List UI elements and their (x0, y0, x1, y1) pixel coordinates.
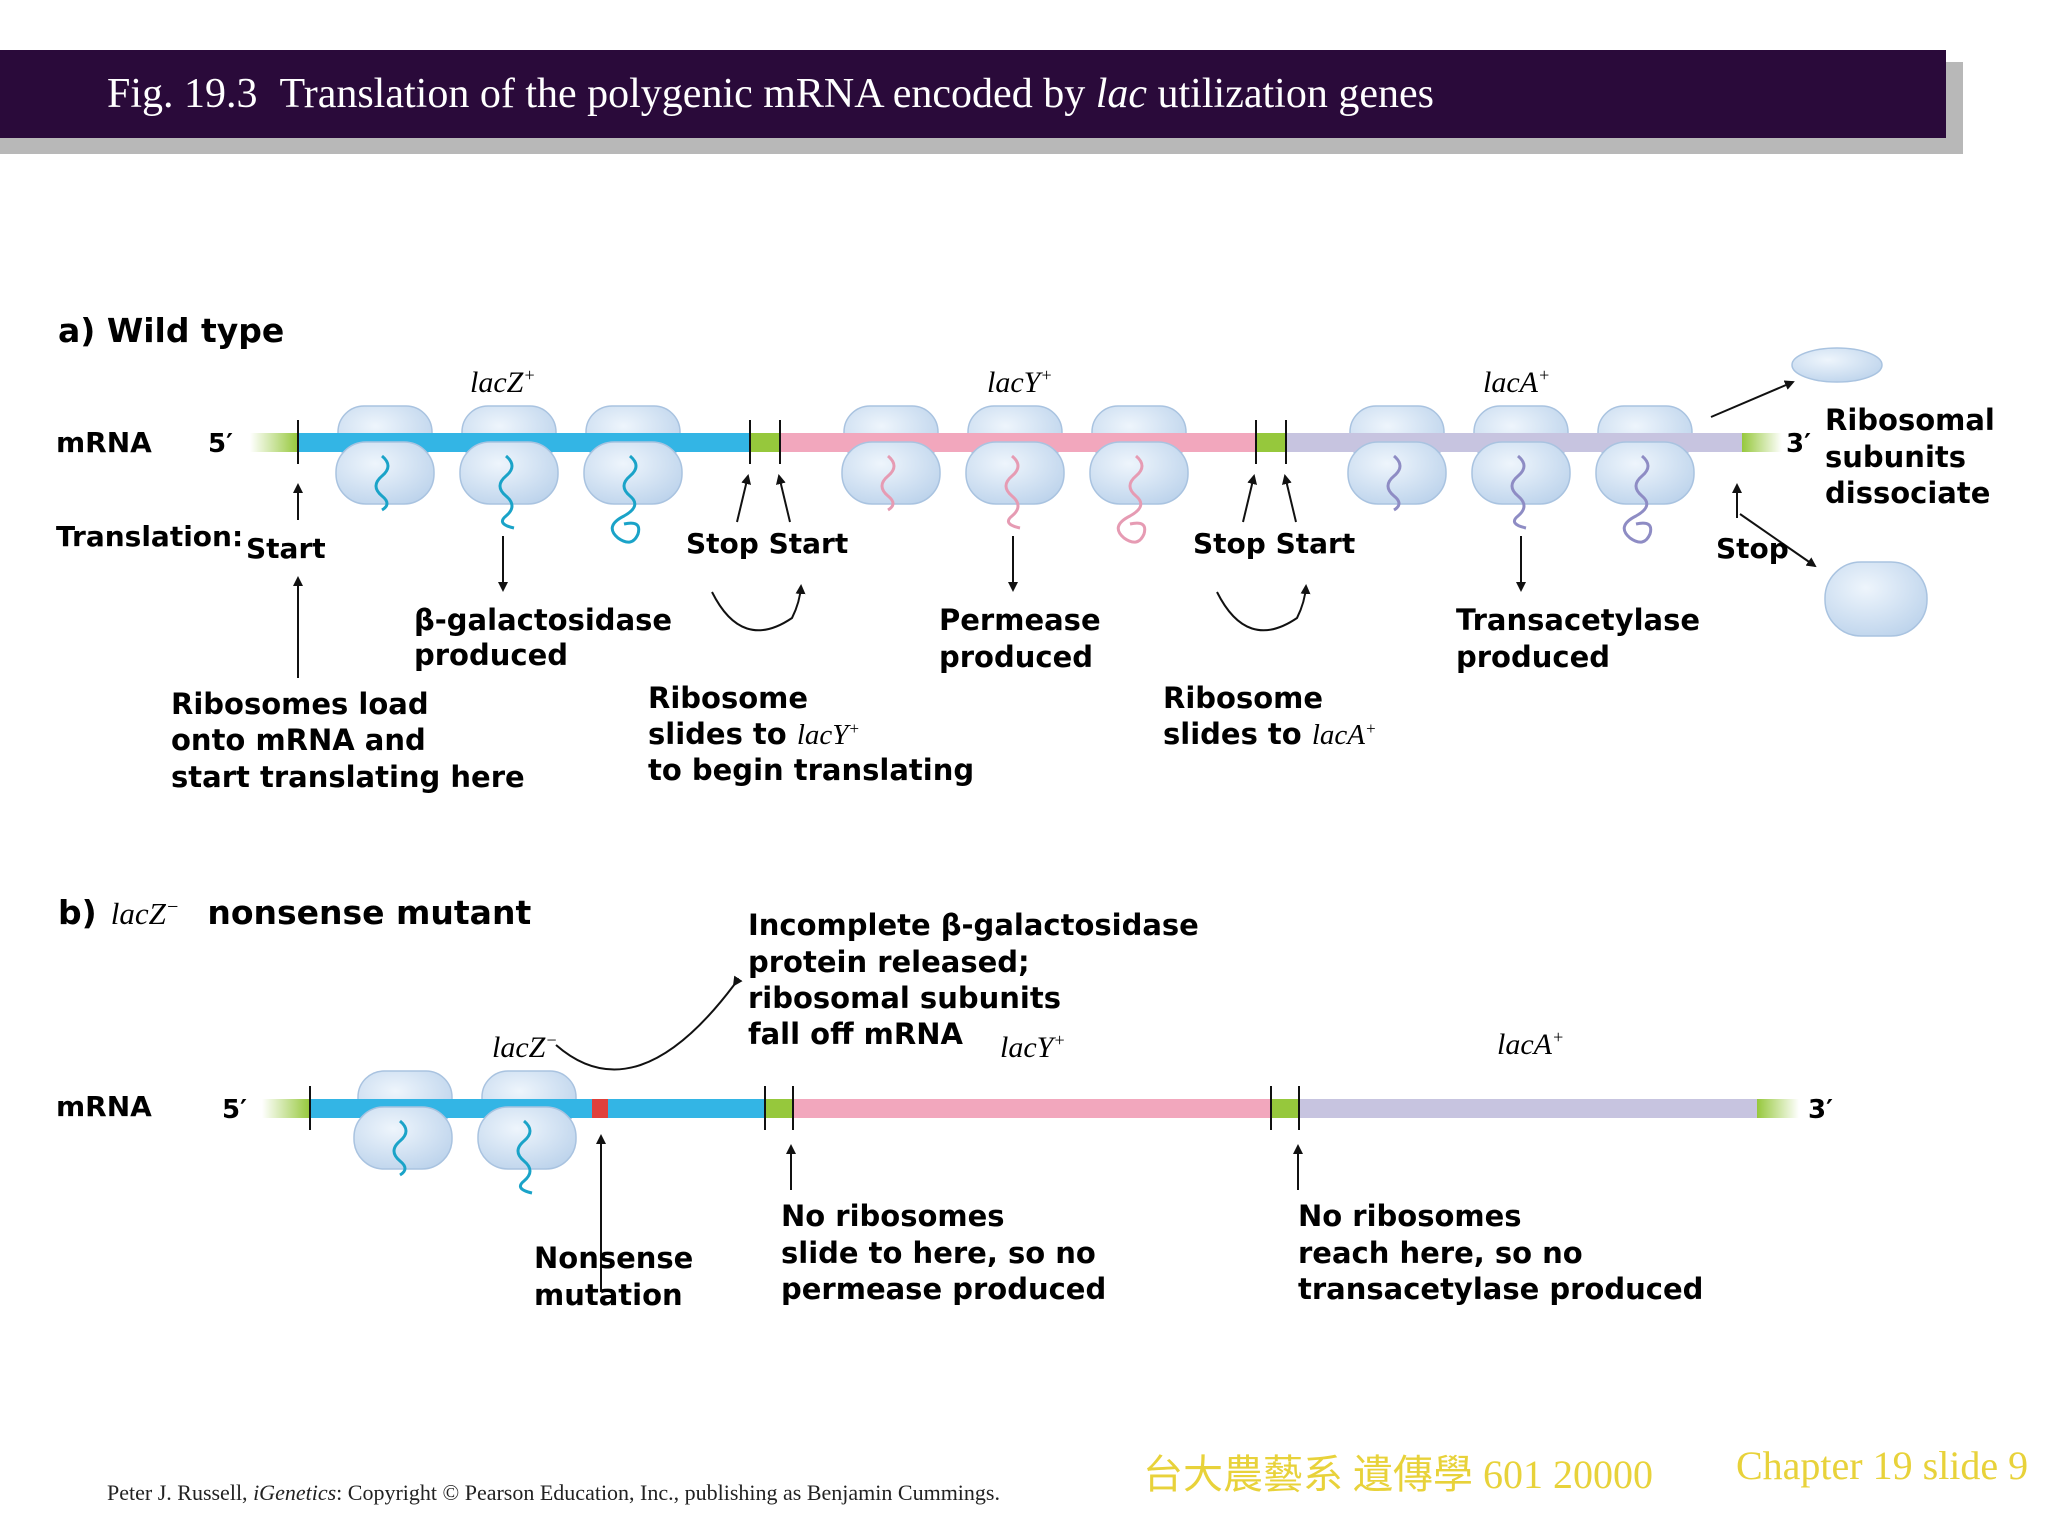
svg-text:slide to here, so no: slide to here, so no (781, 1236, 1096, 1270)
svg-text:transacetylase produced: transacetylase produced (1298, 1272, 1703, 1306)
gene-label-lacz-b: lacZ− (492, 1030, 558, 1064)
svg-text:Transacetylase: Transacetylase (1456, 603, 1700, 637)
mrna-label-b: mRNA (56, 1090, 152, 1123)
svg-text:Ribosome: Ribosome (1163, 681, 1323, 715)
svg-text:Ribosome: Ribosome (648, 681, 808, 715)
stop-label-a: Stop (1716, 532, 1789, 565)
svg-text:Ribosomal: Ribosomal (1825, 403, 1995, 437)
panel-a: a) Wild type mRNA 5′ 3′ (56, 311, 1995, 794)
spacer-ya-a (1256, 433, 1286, 452)
svg-text:Ribosomes load: Ribosomes load (171, 687, 429, 721)
nascent-polypeptides-a (374, 454, 1653, 544)
permease-produced-label: Permease produced (939, 603, 1101, 674)
spacer-zy-b (765, 1099, 793, 1118)
svg-text:slides to lacY+: slides to lacY+ (648, 717, 860, 751)
svg-text:No ribosomes: No ribosomes (1298, 1199, 1522, 1233)
svg-text:onto mRNA and: onto mRNA and (171, 723, 426, 757)
copyright-credit: Peter J. Russell, iGenetics: Copyright ©… (107, 1480, 1000, 1505)
svg-text:to begin translating: to begin translating (648, 753, 974, 787)
laca-segment-b (1299, 1099, 1757, 1118)
svg-text:start translating here: start translating here (171, 760, 525, 794)
stop-start-label-2: Stop Start (1193, 527, 1355, 560)
svg-text:Permease: Permease (939, 603, 1101, 637)
svg-text:permease produced: permease produced (781, 1272, 1106, 1306)
gene-label-lacy-a: lacY+ (987, 365, 1053, 399)
arrows-b (555, 975, 1303, 1292)
nascent-polypeptides-b (392, 1119, 533, 1195)
spacer-zy-a (750, 433, 780, 452)
svg-text:mutation: mutation (534, 1278, 683, 1312)
slide-number: Chapter 19 slide 9 (1736, 1443, 2029, 1488)
mrna-label-a: mRNA (56, 426, 152, 459)
no-ribosomes-lacy-label: No ribosomes slide to here, so no permea… (781, 1199, 1106, 1306)
svg-text:Nonsense: Nonsense (534, 1241, 693, 1275)
ribosome-slides-laca-label: Ribosome slides to lacA+ (1163, 681, 1376, 751)
svg-text:fall off mRNA: fall off mRNA (748, 1017, 963, 1051)
arrows-a (293, 380, 1817, 678)
svg-text:produced: produced (939, 640, 1093, 674)
subunits-dissociate-label: Ribosomal subunits dissociate (1825, 403, 1995, 510)
three-prime-b: 3′ (1808, 1095, 1833, 1125)
gene-label-lacz-a: lacZ+ (470, 365, 536, 399)
five-prime-b: 5′ (222, 1095, 247, 1125)
svg-text:produced: produced (414, 638, 568, 672)
gene-label-lacy-b: lacY+ (1000, 1030, 1066, 1064)
beta-gal-produced-label: β-galactosidase produced (414, 603, 672, 672)
nonsense-mutation-site (592, 1099, 608, 1118)
three-prime-a: 3′ (1786, 429, 1811, 459)
svg-text:β-galactosidase: β-galactosidase (414, 603, 672, 637)
course-label: 台大農藝系 遺傳學 601 20000 (1143, 1452, 1653, 1497)
no-ribosomes-laca-label: No ribosomes reach here, so no transacet… (1298, 1199, 1703, 1306)
stop-start-label-1: Stop Start (686, 527, 848, 560)
svg-text:produced: produced (1456, 640, 1610, 674)
svg-text:reach here, so no: reach here, so no (1298, 1236, 1583, 1270)
svg-text:protein released;: protein released; (748, 945, 1030, 979)
svg-text:Incomplete β-galactosidase: Incomplete β-galactosidase (748, 908, 1199, 942)
svg-text:subunits: subunits (1825, 440, 1966, 474)
panel-b-label: b)lacZ−nonsense mutant (58, 893, 531, 932)
transacetylase-produced-label: Transacetylase produced (1456, 603, 1700, 674)
ribosomes-load-label: Ribosomes load onto mRNA and start trans… (171, 687, 525, 794)
start-label-a: Start (246, 532, 326, 565)
svg-text:No ribosomes: No ribosomes (781, 1199, 1005, 1233)
gene-label-laca-a: lacA+ (1483, 365, 1550, 399)
incomplete-protein-label: Incomplete β-galactosidase protein relea… (748, 908, 1199, 1051)
panel-b: b)lacZ−nonsense mutant mRNA 5′ 3′ (56, 893, 1833, 1312)
spacer-ya-b (1271, 1099, 1299, 1118)
ribosome-slides-lacy-label: Ribosome slides to lacY+ to begin transl… (648, 681, 974, 787)
panel-a-label: a) Wild type (58, 311, 284, 350)
svg-text:dissociate: dissociate (1825, 476, 1990, 510)
svg-text:slides to lacA+: slides to lacA+ (1163, 717, 1376, 751)
lacy-segment-b (793, 1099, 1271, 1118)
translation-label: Translation: (56, 520, 243, 553)
gene-label-laca-b: lacA+ (1497, 1027, 1564, 1061)
five-prime-a: 5′ (208, 429, 233, 459)
svg-text:ribosomal subunits: ribosomal subunits (748, 981, 1061, 1015)
dissociated-small-subunit (1824, 561, 1928, 637)
dissociated-large-subunit (1791, 347, 1883, 383)
nonsense-mutation-label: Nonsense mutation (534, 1241, 693, 1312)
figure-number: Fig. 19.3 (107, 71, 258, 117)
